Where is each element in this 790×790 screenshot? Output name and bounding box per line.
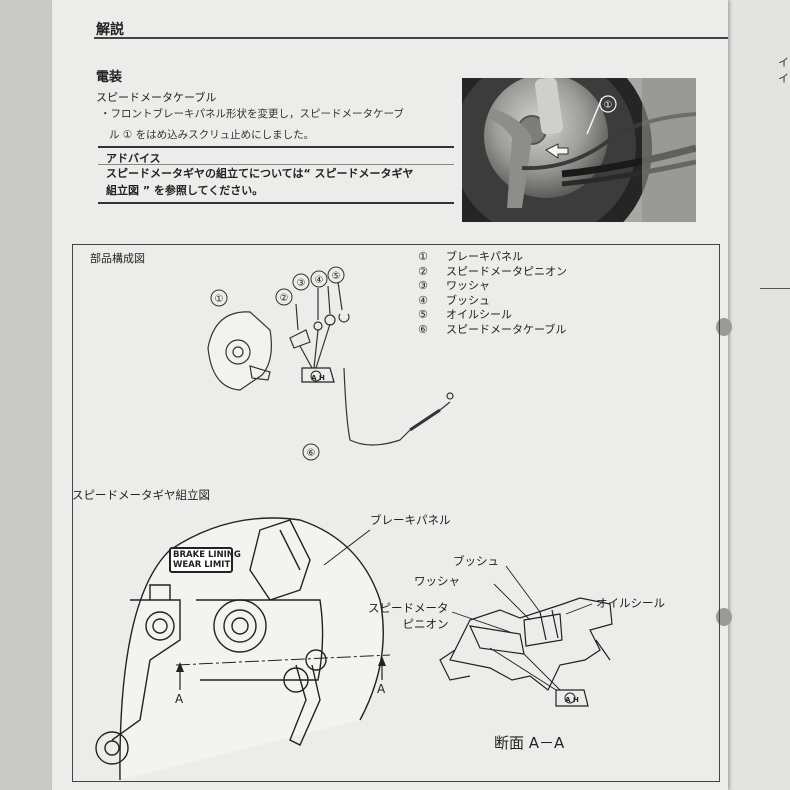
parts-legend: ① ブレーキパネル ② スピードメータピニオン ③ ワッシャ ④ ブッシュ ⑤ オイルシー… bbox=[418, 250, 567, 337]
label-washer: ワッシャ bbox=[414, 574, 460, 588]
grease-symbol-label: A H bbox=[311, 374, 325, 382]
diagram-frame bbox=[72, 244, 720, 782]
wear-limit-plate: BRAKE LINING WEAR LIMIT bbox=[173, 550, 241, 570]
section-mark-right: A bbox=[377, 682, 386, 696]
pinion-line: スピードメータ bbox=[368, 601, 449, 615]
section-title: 断面 A－A bbox=[494, 734, 565, 752]
adjacent-page-rule bbox=[760, 288, 790, 289]
part-callout: ③ bbox=[297, 278, 306, 289]
subsection-title: スピードメータケーブル bbox=[96, 91, 217, 104]
parts-diagram-title: 部品構成図 bbox=[90, 252, 145, 265]
header-rule bbox=[94, 37, 728, 39]
legend-label: ワッシャ bbox=[446, 279, 490, 292]
legend-label: ブレーキパネル bbox=[446, 250, 523, 263]
legend-number: ④ bbox=[418, 293, 428, 307]
plate-line: WEAR LIMIT bbox=[173, 560, 231, 570]
body-line: ル ① をはめ込みスクリュ止めにしました。 bbox=[109, 129, 315, 141]
grease-symbol-label: A H bbox=[565, 696, 579, 704]
section-mark-left: A bbox=[175, 692, 184, 706]
advice-line: スピードメータギヤの組立てについては“ スピードメータギヤ bbox=[106, 167, 414, 180]
label-pinion: スピードメータ ピニオン bbox=[368, 600, 449, 632]
legend-label: スピードメータピニオン bbox=[446, 264, 567, 278]
binder-hole bbox=[716, 318, 732, 336]
part-callout: ⑥ bbox=[307, 448, 316, 459]
legend-number: ⑥ bbox=[418, 322, 428, 336]
legend-number: ⑤ bbox=[418, 308, 428, 321]
part-callout: ② bbox=[280, 293, 289, 304]
advice-title: アドバイス bbox=[106, 152, 161, 165]
plate-line: BRAKE LINING bbox=[173, 550, 241, 560]
legend-row: ⑥ スピードメータケーブル bbox=[418, 323, 567, 338]
body-text: ・フロントブレーキパネル形状を変更し，スピードメータケーブ ル ① をはめ込みス… bbox=[100, 104, 450, 146]
grease-symbol-icon: A H bbox=[555, 689, 589, 707]
part-callout: ④ bbox=[315, 275, 324, 286]
page-header-title: 解説 bbox=[96, 22, 124, 38]
body-line: ・フロントブレーキパネル形状を変更し，スピードメータケーブ bbox=[100, 108, 404, 120]
legend-label: オイルシール bbox=[446, 308, 512, 321]
label-brake-panel: ブレーキパネル bbox=[370, 513, 451, 527]
advice-text: スピードメータギヤの組立てについては“ スピードメータギヤ 組立図 ” を参照し… bbox=[106, 165, 452, 199]
advice-mid-rule bbox=[98, 164, 454, 165]
legend-label: ブッシュ bbox=[446, 293, 490, 307]
binder-hole bbox=[716, 608, 732, 626]
label-bush: ブッシュ bbox=[453, 554, 499, 568]
pinion-line: ピニオン bbox=[402, 617, 449, 631]
legend-row: ① ブレーキパネル bbox=[418, 250, 567, 265]
legend-label: スピードメータケーブル bbox=[446, 322, 567, 336]
part-callout: ① bbox=[215, 294, 224, 305]
advice-top-rule bbox=[98, 146, 454, 148]
photo-callout-1: ① bbox=[604, 100, 613, 111]
adjacent-page-text: イ bbox=[778, 56, 789, 69]
adjacent-page bbox=[728, 0, 790, 790]
assembly-diagram-title: スピードメータギヤ組立図 bbox=[72, 488, 210, 502]
section-title: 電装 bbox=[96, 70, 123, 85]
legend-row: ⑤ オイルシール bbox=[418, 308, 567, 323]
photo-illustration: ① bbox=[462, 78, 696, 222]
legend-number: ③ bbox=[418, 279, 428, 292]
legend-number: ② bbox=[418, 264, 428, 278]
grease-symbol-icon: A H bbox=[301, 367, 335, 383]
part-callout: ⑤ bbox=[332, 271, 341, 282]
legend-row: ④ ブッシュ bbox=[418, 294, 567, 309]
legend-row: ② スピードメータピニオン bbox=[418, 265, 567, 280]
adjacent-page-text: イ bbox=[778, 72, 789, 85]
brake-panel-photo: ① bbox=[462, 78, 696, 222]
advice-line: 組立図 ” を参照してください。 bbox=[106, 184, 264, 197]
legend-row: ③ ワッシャ bbox=[418, 279, 567, 294]
legend-number: ① bbox=[418, 250, 428, 263]
label-oil-seal: オイルシール bbox=[596, 596, 665, 610]
advice-bottom-rule bbox=[98, 202, 454, 204]
